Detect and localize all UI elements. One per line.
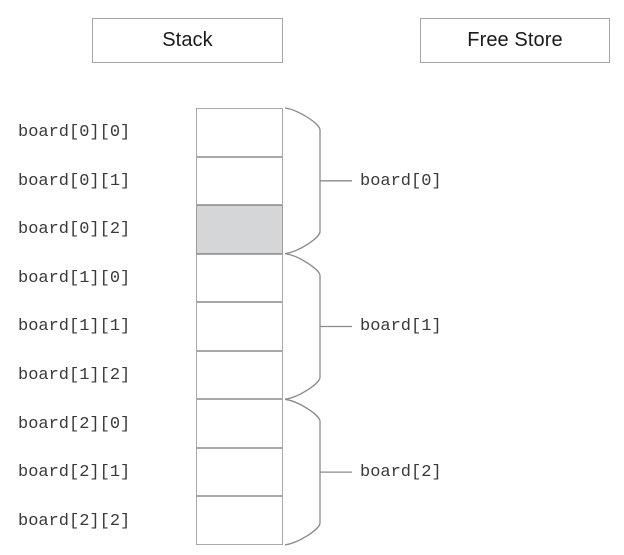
cell-label: board[1][1] xyxy=(18,317,131,337)
free-store-region-header: Free Store xyxy=(420,18,610,63)
stack-cell xyxy=(196,496,283,545)
cell-label: board[1][2] xyxy=(18,366,131,386)
stack-cell xyxy=(196,302,283,351)
group-brace xyxy=(284,107,321,255)
stack-cell-highlighted xyxy=(196,205,283,254)
group-label: board[1] xyxy=(360,317,442,337)
cell-label: board[0][1] xyxy=(18,171,131,191)
stack-cell xyxy=(196,448,283,496)
stack-cell xyxy=(196,108,283,157)
stack-region-label: Stack xyxy=(162,29,213,51)
group-brace xyxy=(284,398,321,546)
stack-cell xyxy=(196,254,283,302)
stack-region-header: Stack xyxy=(92,18,283,63)
stack-cell xyxy=(196,399,283,448)
group-label: board[2] xyxy=(360,463,442,483)
group-brace xyxy=(284,253,321,400)
cell-label: board[0][0] xyxy=(18,123,131,143)
cell-label: board[0][2] xyxy=(18,220,131,240)
stack-cell xyxy=(196,157,283,205)
cell-label: board[1][0] xyxy=(18,268,131,288)
free-store-region-label: Free Store xyxy=(467,29,563,51)
cell-label: board[2][2] xyxy=(18,511,131,531)
cell-label: board[2][1] xyxy=(18,463,131,483)
cell-label: board[2][0] xyxy=(18,414,131,434)
stack-cell xyxy=(196,351,283,399)
group-label: board[0] xyxy=(360,171,442,191)
stack-cell-column xyxy=(196,108,283,545)
